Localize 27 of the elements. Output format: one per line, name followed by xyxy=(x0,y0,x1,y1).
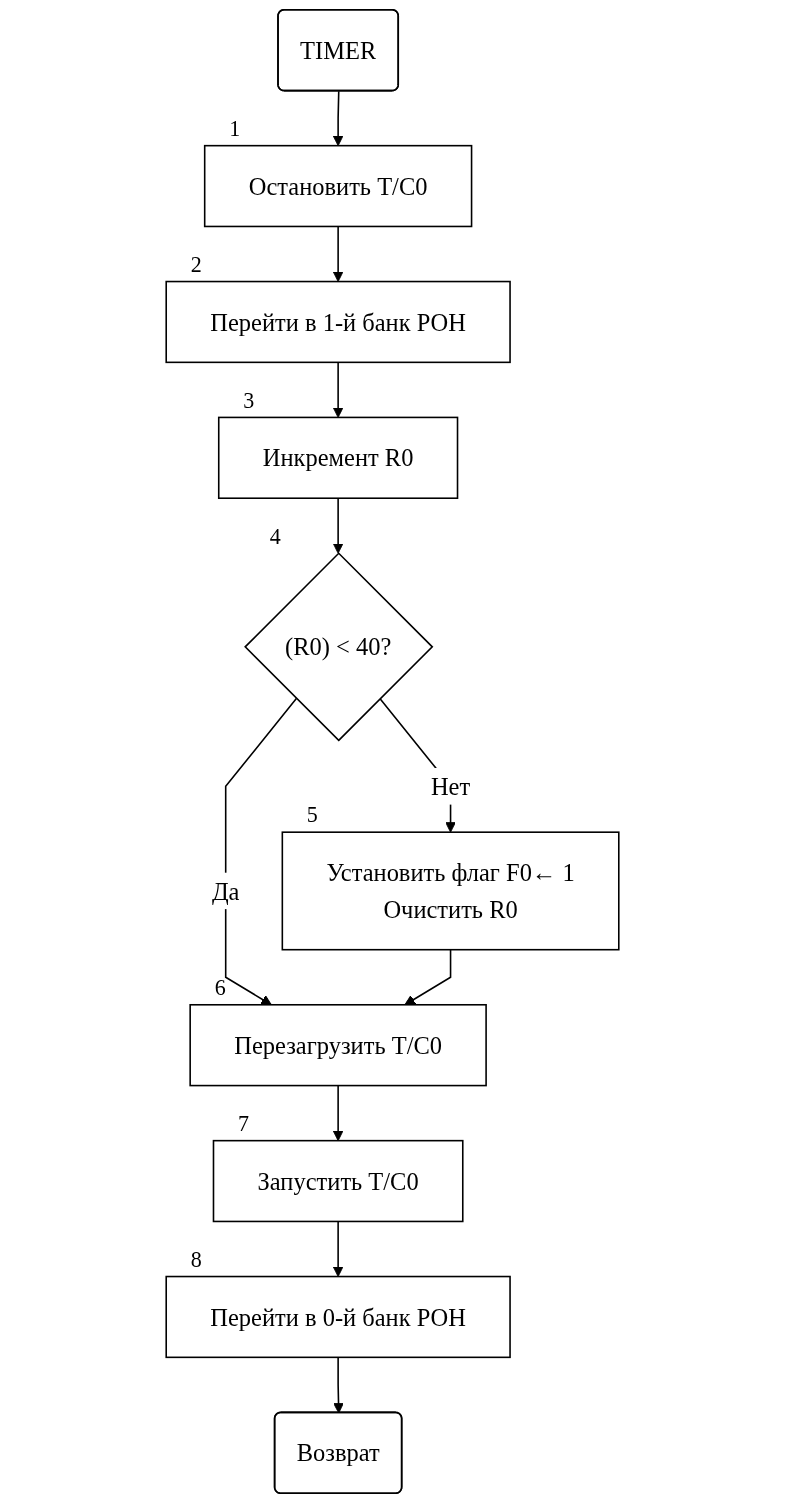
step-number: 3 xyxy=(243,387,255,413)
node-box: Перейти в 0-й банк РОН xyxy=(165,1275,511,1359)
edge-label: Нет xyxy=(430,772,471,800)
node-box: Перезагрузить T/C0 xyxy=(189,1004,487,1087)
node-diamond: (R0) < 40? xyxy=(244,552,434,742)
node-box: Установить флаг F0← 1 Очистить R0 xyxy=(281,831,620,951)
edge-label: Да xyxy=(211,877,240,905)
arrow xyxy=(332,1220,344,1278)
arrow xyxy=(332,90,344,147)
step-number: 1 xyxy=(229,115,241,141)
node-box: Перейти в 1-й банк РОН xyxy=(165,280,511,364)
node-box: Запустить T/C0 xyxy=(212,1139,464,1223)
node-box: Инкремент R0 xyxy=(217,416,459,499)
step-number: 4 xyxy=(269,523,281,549)
step-number: 7 xyxy=(237,1110,249,1136)
step-number: 6 xyxy=(214,975,226,1000)
arrow xyxy=(332,1084,344,1142)
node-box: Остановить T/C0 xyxy=(203,144,473,228)
arrow xyxy=(404,948,452,1006)
arrow xyxy=(332,497,344,554)
step-number: 8 xyxy=(190,1246,202,1272)
arrow xyxy=(332,225,344,283)
arrow xyxy=(332,361,344,418)
arrow xyxy=(224,697,298,1006)
arrow xyxy=(333,1356,344,1414)
step-number: 5 xyxy=(306,802,318,828)
step-number: 2 xyxy=(190,251,202,277)
